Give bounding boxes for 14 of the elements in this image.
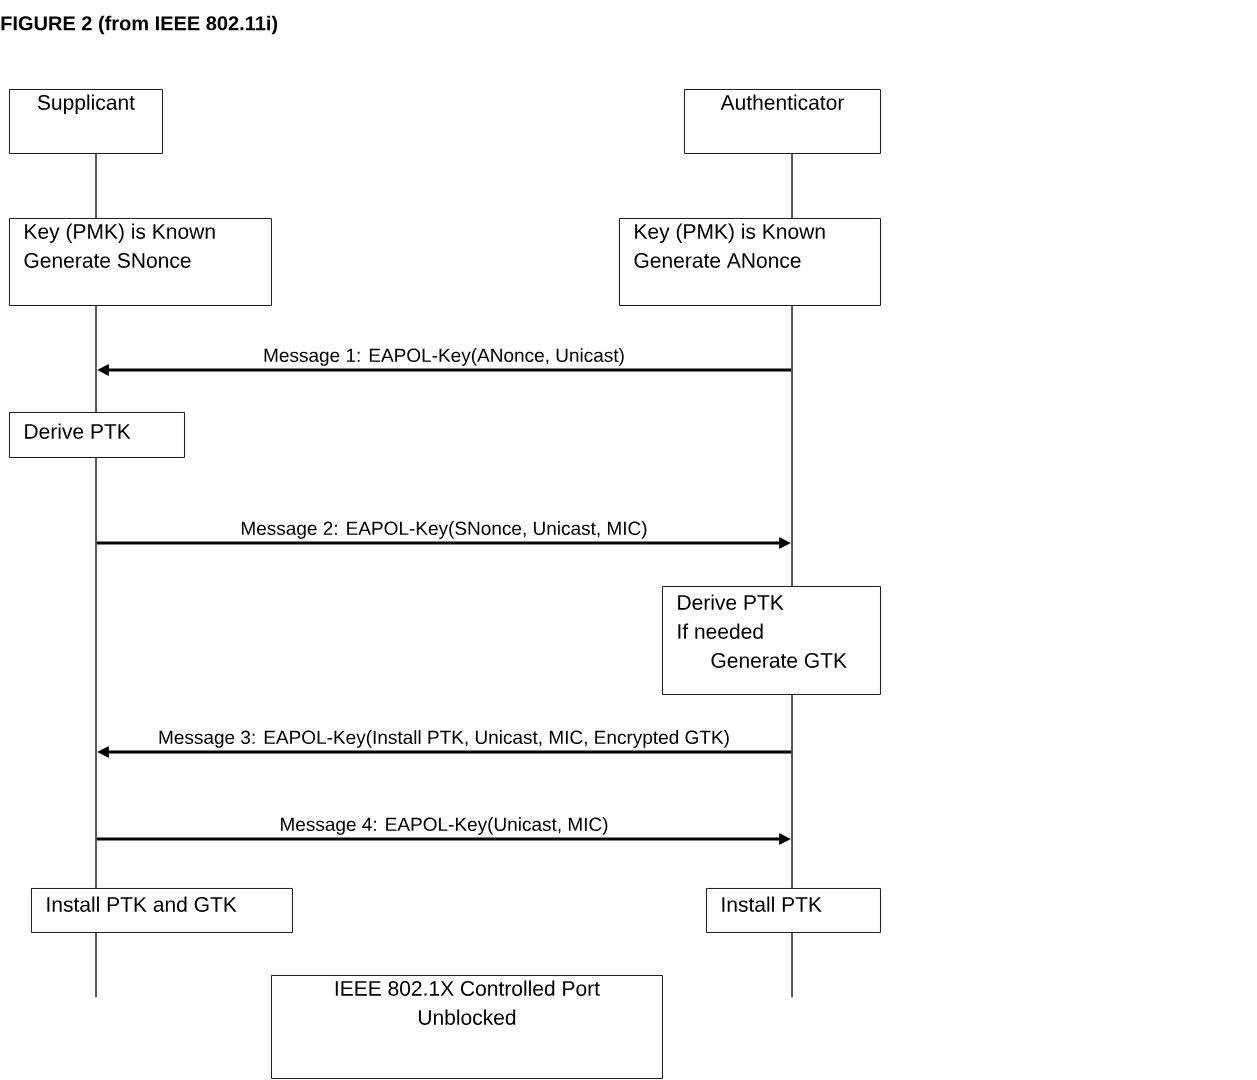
message-label: Message 2: EAPOL-Key(SNonce, Unicast, MIC) xyxy=(241,521,647,539)
step-box: Derive PTK If needed Generate GTK xyxy=(662,586,881,695)
step-box: Key (PMK) is Known Generate ANonce xyxy=(619,218,881,306)
step-box: Install PTK and GTK xyxy=(31,888,293,933)
message-label: Message 4: EAPOL-Key(Unicast, MIC) xyxy=(281,817,608,835)
step-box: Install PTK xyxy=(706,888,881,933)
message-label: Message 3: EAPOL-Key(Install PTK, Unicast, MIC, Encrypted GTK) xyxy=(159,730,729,748)
step-box: Key (PMK) is Known Generate SNonce xyxy=(9,218,272,306)
participant-box: Supplicant xyxy=(9,89,163,154)
message-label: Message 1: EAPOL-Key(ANonce, Unicast) xyxy=(264,348,624,366)
participant-box: Authenticator xyxy=(684,89,881,154)
figure-title: FIGURE 2 (from IEEE 802.11i) xyxy=(1,15,278,35)
step-box: Derive PTK xyxy=(9,412,185,458)
status-box: IEEE 802.1X Controlled Port Unblocked xyxy=(271,975,663,1079)
